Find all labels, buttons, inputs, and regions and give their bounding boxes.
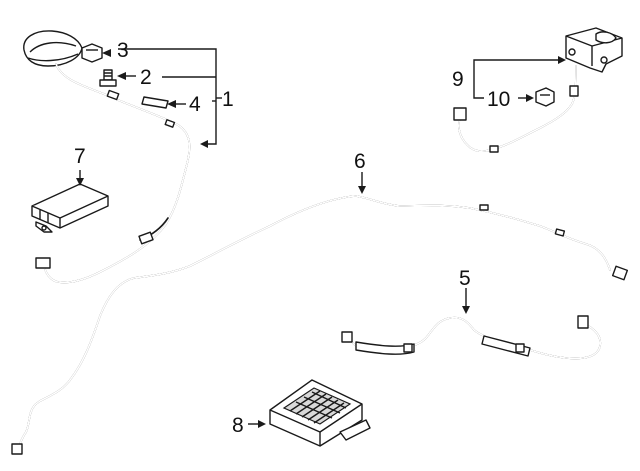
callout-6: 6	[354, 150, 366, 173]
callout-3: 3	[117, 39, 129, 62]
antenna-pad	[141, 96, 169, 109]
antenna-module	[31, 170, 109, 233]
callout-5: 5	[459, 267, 471, 290]
antenna-lead-cable	[11, 172, 629, 455]
roof-antenna	[23, 30, 83, 67]
heat-sink-fins	[282, 387, 352, 425]
sensor-assembly	[453, 27, 623, 153]
callout-9: 9	[452, 68, 464, 91]
callout-8: 8	[232, 414, 244, 437]
antenna-cable-connector	[35, 257, 51, 269]
callout-7: 7	[74, 145, 86, 168]
antenna-clip	[81, 43, 103, 63]
callout-4: 4	[189, 93, 201, 116]
antenna-bolt	[99, 69, 117, 87]
sensor-cable	[341, 288, 602, 360]
callout-10: 10	[487, 88, 510, 111]
callout-2: 2	[140, 66, 152, 89]
antenna-assembly	[23, 30, 222, 284]
callout-1: 1	[222, 88, 234, 111]
control-unit	[248, 379, 371, 447]
